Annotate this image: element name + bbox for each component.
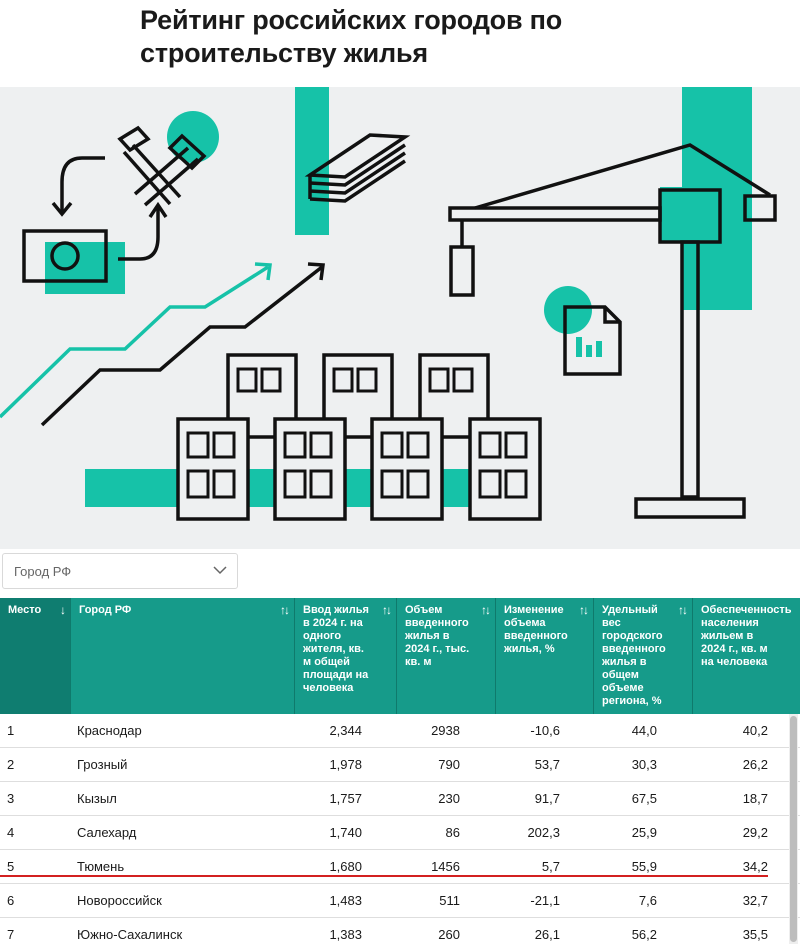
column-header-provision[interactable]: Обеспеченность населения жильем в 2024 г… xyxy=(701,604,792,668)
table-header: Место ↓ Город РФ ↑↓ Ввод жилья в 2024 г.… xyxy=(0,598,800,714)
money-icon xyxy=(22,229,108,283)
construction-illustration xyxy=(0,87,800,549)
highlight-underline xyxy=(0,875,768,877)
sort-icon[interactable]: ↑↓ xyxy=(678,603,688,617)
column-header-volume[interactable]: Объем введенного жилья в 2024 г., тыс. к… xyxy=(397,598,496,714)
sort-desc-icon[interactable]: ↓ xyxy=(60,603,66,617)
column-header-city[interactable]: Город РФ ↑↓ xyxy=(71,598,295,714)
sort-icon[interactable]: ↑↓ xyxy=(280,603,290,617)
city-filter-dropdown[interactable]: Город РФ xyxy=(2,553,238,589)
scrollbar-thumb[interactable] xyxy=(790,716,797,942)
column-header-share[interactable]: Удельный вес городского введенного жилья… xyxy=(594,598,693,714)
table-row-highlighted: 5 Тюмень 1,680 1456 5,7 55,9 34,2 xyxy=(0,850,800,884)
page-title: Рейтинг российских городов по строительс… xyxy=(140,5,563,68)
growth-arrows xyxy=(0,262,325,427)
table-scrollbar[interactable] xyxy=(789,714,798,944)
table-row: 4 Салехард 1,740 86 202,3 25,9 29,2 xyxy=(0,816,800,850)
table-row: 2 Грозный 1,978 790 53,7 30,3 26,2 xyxy=(0,748,800,782)
column-header-rank[interactable]: Место ↓ xyxy=(0,598,71,714)
table-row: 6 Новороссийск 1,483 511 -21,1 7,6 32,7 xyxy=(0,884,800,918)
hammers-icon xyxy=(117,125,207,207)
table-row: 7 Южно-Сахалинск 1,383 260 26,1 56,2 35,… xyxy=(0,918,800,944)
ranking-table: Место ↓ Город РФ ↑↓ Ввод жилья в 2024 г.… xyxy=(0,598,800,944)
column-header-change[interactable]: Изменение объема введенного жилья, % ↑↓ xyxy=(496,598,594,714)
city-filter-label: Город РФ xyxy=(14,564,72,579)
column-header-per-capita[interactable]: Ввод жилья в 2024 г. на одного жителя, к… xyxy=(295,598,397,714)
table-row: 1 Краснодар 2,344 2938 -10,6 44,0 40,2 xyxy=(0,714,800,748)
crane-icon xyxy=(448,143,777,519)
sort-icon[interactable]: ↑↓ xyxy=(579,603,589,617)
sort-icon[interactable]: ↑↓ xyxy=(481,603,491,617)
table-row: 3 Кызыл 1,757 230 91,7 67,5 18,7 xyxy=(0,782,800,816)
chevron-down-icon xyxy=(213,566,227,575)
cycle-arrows-icon xyxy=(51,156,168,261)
sort-icon[interactable]: ↑↓ xyxy=(382,603,392,617)
materials-stack-icon xyxy=(304,133,411,203)
report-document-icon xyxy=(563,305,622,376)
building-windows xyxy=(186,367,528,499)
